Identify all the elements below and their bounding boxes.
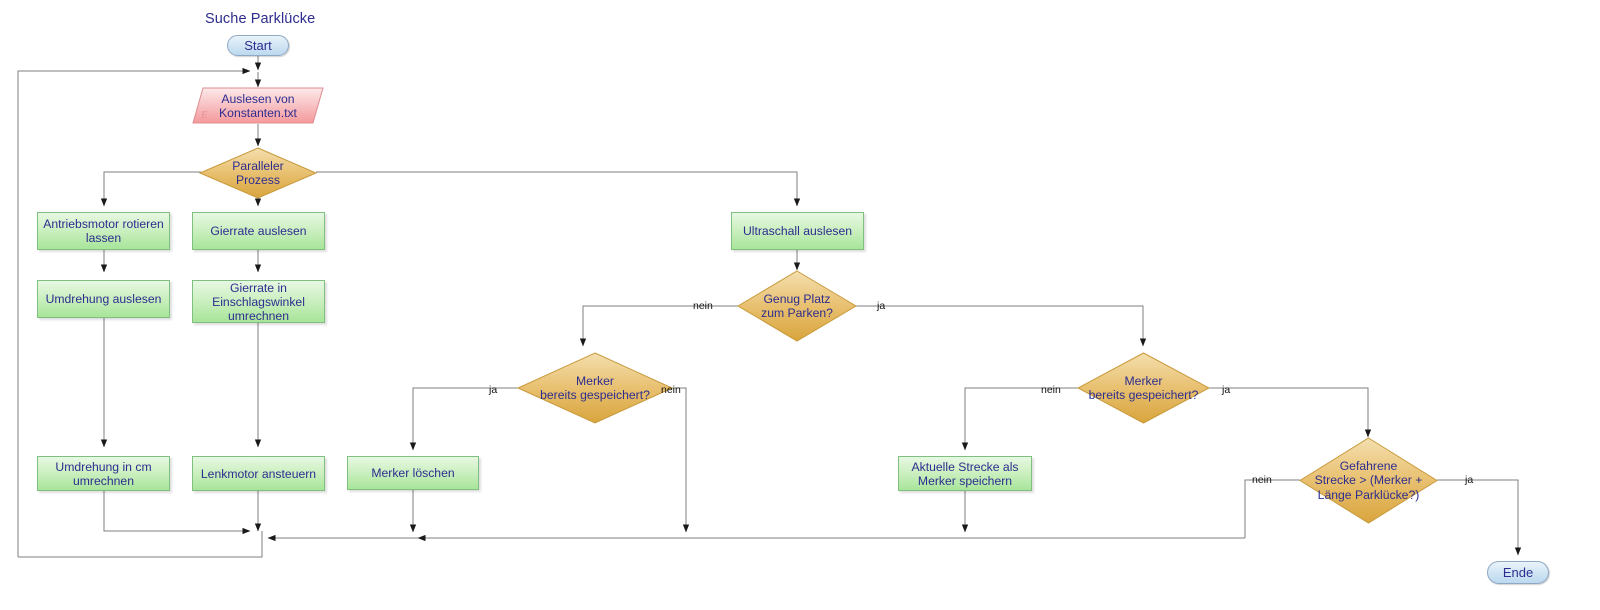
edge-label-merker-left-ja: ja [489,384,498,396]
node-start[interactable]: Start [227,35,289,56]
edge-label-merker-right-ja: ja [1222,384,1231,396]
io-tag-e: E [201,110,208,121]
diamond-shape [1299,437,1438,524]
parallelogram-shape [192,87,324,124]
node-umdrehung-auslesen[interactable]: Umdrehung auslesen [37,280,170,318]
node-ultraschall-auslesen-label: Ultraschall auslesen [742,224,853,238]
node-gierrate-auslesen-label: Gierrate auslesen [210,224,307,238]
node-merker-loeschen[interactable]: Merker löschen [347,456,479,490]
edge-label-gefahrene-nein: nein [1252,474,1272,486]
diamond-shape [199,147,317,199]
diagram-title: Suche Parklücke [205,11,316,27]
node-lenkmotor-ansteuern-label: Lenkmotor ansteuern [200,466,317,481]
edge-label-genug-ja: ja [877,300,886,312]
edge-label-merker-left-nein: nein [661,384,681,396]
diamond-shape [517,352,673,424]
edge-label-merker-right-nein: nein [1041,384,1061,396]
node-gierrate-auslesen[interactable]: Gierrate auslesen [192,212,325,250]
diamond-shape [1077,352,1210,424]
node-merker-loeschen-label: Merker löschen [371,466,455,480]
edge-label-gefahrene-ja: ja [1465,474,1474,486]
node-start-label: Start [244,38,272,53]
node-umdrehung-auslesen-label: Umdrehung auslesen [45,292,162,306]
edge-label-genug-nein: nein [693,300,713,312]
node-ultraschall-auslesen[interactable]: Ultraschall auslesen [731,212,864,250]
node-ende-label: Ende [1502,565,1534,580]
node-ende[interactable]: Ende [1487,561,1549,584]
diamond-shape [737,270,857,342]
node-lenkmotor-ansteuern[interactable]: Lenkmotor ansteuern [192,456,325,491]
